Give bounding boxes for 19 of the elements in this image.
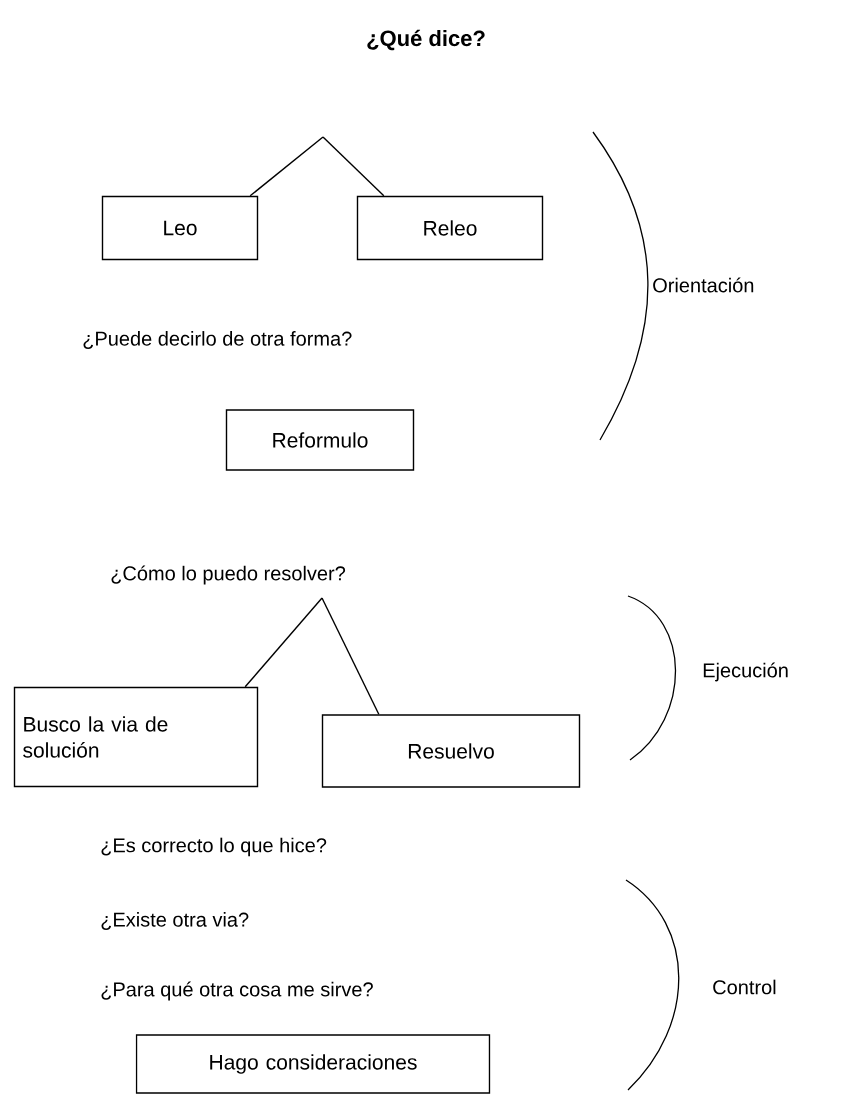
label-text: ¿Existe otra via? — [101, 912, 249, 930]
process-box: Leo — [101, 195, 259, 261]
process-box: Busco la via de solución — [13, 686, 259, 788]
label-text: ¿Para qué otra cosa me sirve? — [101, 981, 373, 1001]
branch-line — [322, 136, 385, 197]
label-text: Ejecución — [703, 662, 788, 682]
branch-line — [321, 597, 380, 715]
label-text: ¿Cómo lo puedo resolver? — [111, 565, 346, 585]
label-text: Control — [713, 979, 776, 995]
process-box: Releo — [356, 195, 544, 261]
branch-line — [244, 597, 323, 688]
label-text: ¿Es correcto lo que hice? — [101, 837, 327, 857]
label-text: Orientación — [653, 277, 754, 293]
process-box: Hago consideraciones — [135, 1034, 491, 1094]
title: ¿Qué dice? — [367, 29, 485, 51]
branch-line — [249, 136, 324, 197]
label-text: ¿Puede decirlo de otra forma? — [83, 331, 352, 349]
process-box: Resuelvo — [321, 714, 581, 788]
process-box: Reformulo — [225, 409, 415, 471]
